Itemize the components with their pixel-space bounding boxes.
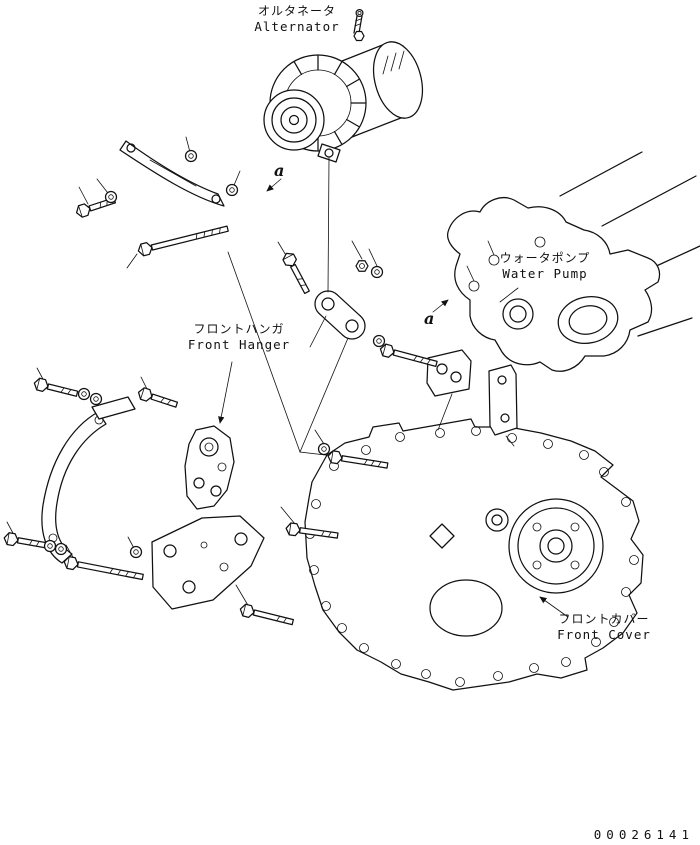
spacer-bar-drawing <box>488 364 518 436</box>
washers <box>43 149 386 559</box>
label-front-cover: フロントカバー Front Cover <box>557 611 651 643</box>
alternator-terminal-bolt <box>353 8 365 42</box>
bolt-belt-long <box>137 225 229 257</box>
water-pump-drawing <box>446 197 661 372</box>
bolt-cover-top <box>327 450 389 469</box>
label-water-pump-jp: ウォータポンプ <box>499 251 591 265</box>
washer <box>372 334 386 348</box>
bolt-bracket-top <box>282 252 310 295</box>
ref-marker-a-top: a <box>274 161 285 180</box>
label-front-cover-jp: フロントカバー <box>558 612 650 626</box>
washer <box>370 265 384 279</box>
washer <box>89 392 103 406</box>
label-front-hanger: フロントハンガ Front Hanger <box>188 321 290 353</box>
washer <box>225 183 239 197</box>
washer <box>317 442 331 456</box>
label-water-pump-en: Water Pump <box>502 266 588 281</box>
ref-marker-a-right: a <box>424 309 435 328</box>
label-alternator: オルタネータ Alternator <box>254 3 339 35</box>
front-cover-bolt-holes <box>305 426 639 687</box>
bolt-plate-small <box>137 387 179 408</box>
bolt-lower-bracket <box>239 603 295 626</box>
washer <box>54 542 68 556</box>
bolt-guard-lower <box>3 532 47 549</box>
front-hanger-drawing <box>184 425 235 510</box>
label-alternator-jp: オルタネータ <box>257 4 337 18</box>
alternator-pulley <box>263 89 325 151</box>
washer <box>43 539 57 553</box>
small-plate-drawing <box>91 396 136 420</box>
bolts <box>3 197 438 626</box>
washer <box>129 545 143 559</box>
nut <box>355 260 369 272</box>
label-front-hanger-jp: フロントハンガ <box>193 322 285 336</box>
washer <box>77 387 91 401</box>
callout-arrows <box>218 178 569 618</box>
label-front-hanger-en: Front Hanger <box>187 337 291 352</box>
washer <box>104 190 118 204</box>
alternator-fins <box>293 55 366 151</box>
lower-bracket-drawing <box>151 515 265 610</box>
bolt-spacer-block <box>379 343 438 368</box>
alternator-mount-lug <box>317 143 341 163</box>
bolt-cover-left <box>285 522 339 539</box>
label-front-cover-en: Front Cover <box>557 627 651 642</box>
label-water-pump: ウォータポンプ Water Pump <box>500 250 591 282</box>
spacer-block-drawing <box>426 349 472 397</box>
alternator-bracket-drawing <box>314 290 366 340</box>
belt-link-drawing <box>119 140 225 207</box>
washer <box>184 149 198 163</box>
front-cover-drawing <box>304 418 644 691</box>
alternator-drawing <box>263 8 424 163</box>
label-alternator-en: Alternator <box>254 19 340 34</box>
guard-strip-drawing <box>41 396 136 564</box>
engine-block-cut-lines <box>559 151 700 337</box>
drawing-number: 00026141 <box>593 827 694 842</box>
bolt-hanger-long <box>63 555 144 581</box>
bolt-guard-upper <box>33 377 79 397</box>
